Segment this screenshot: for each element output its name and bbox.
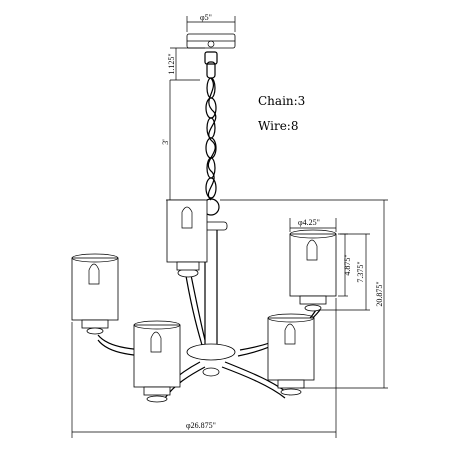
lamp-shade-front-right	[267, 313, 315, 396]
arm-to-top-label: 7.375"	[356, 261, 365, 282]
lamp-shade-back	[166, 199, 208, 278]
wire-note: Wire:8	[258, 119, 298, 133]
lamp-shade-right	[289, 229, 337, 312]
canopy-height-dimension: 1.125"	[167, 47, 205, 81]
chain-length-label: 3'	[161, 139, 170, 145]
overall-diameter-label: φ26.875"	[186, 421, 216, 430]
canopy-height-label: 1.125"	[167, 53, 176, 74]
canopy-diameter-dimension: φ5"	[186, 13, 236, 32]
hanging-chain	[204, 51, 218, 201]
shade-height-label: 4.875"	[343, 254, 352, 275]
shade-height-dimension: 4.875"	[338, 233, 352, 297]
canopy-diameter-label: φ5"	[200, 13, 212, 22]
lamp-shade-left	[71, 253, 119, 335]
shade-diameter-dimension: φ4.25"	[289, 218, 337, 232]
body-height-dimension: 20.875"	[220, 199, 388, 389]
body-height-label: 20.875"	[375, 281, 384, 306]
ceiling-canopy	[186, 33, 236, 49]
chain-length-dimension: 3'	[161, 80, 205, 201]
lamp-shade-front-left	[133, 320, 181, 403]
chain-note: Chain:3	[258, 94, 305, 108]
arm-to-top-dimension: 7.375"	[320, 233, 370, 311]
shade-diameter-label: φ4.25"	[298, 218, 320, 227]
overall-diameter-dimension: φ26.875"	[71, 298, 337, 438]
